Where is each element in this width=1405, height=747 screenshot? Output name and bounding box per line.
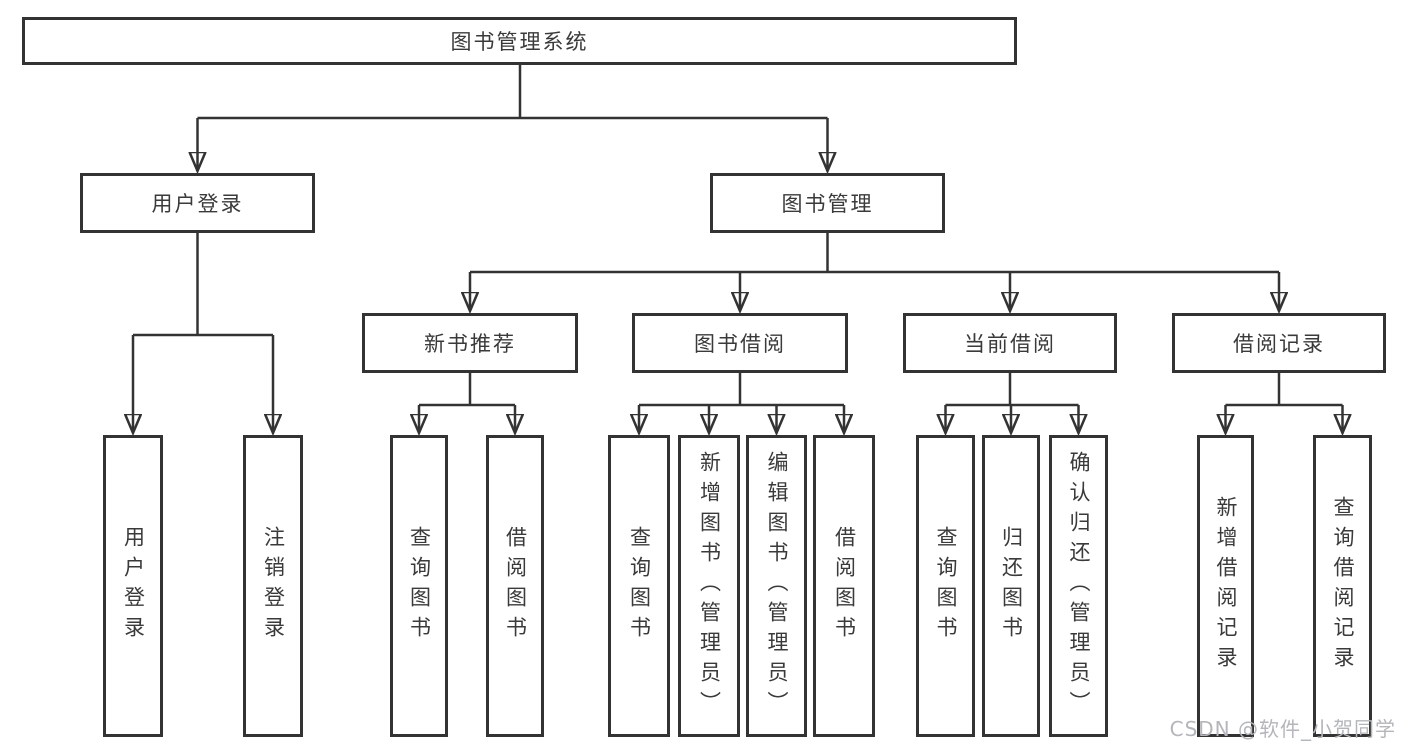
- node-label: 注销登录: [261, 526, 286, 646]
- node-label: 当前借阅: [964, 332, 1056, 356]
- node-label: 归还图书: [999, 526, 1024, 646]
- connector-user-login-to-leaves: [133, 233, 273, 433]
- leaf-query-books-current: 查询图书: [916, 435, 975, 737]
- node-label: 图书管理: [781, 192, 874, 216]
- node-borrow-records: 借阅记录: [1172, 313, 1386, 373]
- node-new-book-recommend: 新书推荐: [362, 313, 578, 373]
- connector-borrow-records-to-leaves: [1226, 373, 1343, 433]
- leaf-user-login: 用户登录: [103, 435, 163, 737]
- node-label: 新书推荐: [424, 332, 516, 356]
- leaf-return-book: 归还图书: [982, 435, 1040, 737]
- leaf-query-books-borrow: 查询图书: [608, 435, 670, 737]
- node-label: 查询图书: [934, 526, 958, 646]
- leaf-confirm-return-admin: 确认归还（管理员）: [1049, 435, 1108, 737]
- node-current-borrow: 当前借阅: [903, 313, 1117, 373]
- node-label: 借阅记录: [1233, 332, 1325, 356]
- connector-current-borrow-to-leaves: [946, 373, 1079, 433]
- leaf-query-borrow-record: 查询借阅记录: [1313, 435, 1372, 737]
- node-label: 查询借阅记录: [1331, 496, 1355, 676]
- node-label: 查询图书: [407, 526, 432, 646]
- node-library-system: 图书管理系统: [22, 17, 1017, 65]
- node-label: 借阅图书: [832, 526, 857, 646]
- connector-root-to-level2: [198, 65, 828, 171]
- connector-new-book-recommend-to-leaves: [419, 373, 515, 433]
- connector-book-borrow-to-leaves: [639, 373, 844, 433]
- node-label: 用户登录: [151, 192, 244, 216]
- connector-book-management-to-level3: [470, 233, 1279, 311]
- leaf-logout: 注销登录: [243, 435, 303, 737]
- leaf-borrow-books-recommend: 借阅图书: [486, 435, 544, 737]
- node-label: 新增图书（管理员）: [697, 451, 722, 721]
- node-label: 图书管理系统: [450, 30, 589, 54]
- node-label: 图书借阅: [694, 332, 786, 356]
- leaf-add-book-admin: 新增图书（管理员）: [678, 435, 740, 737]
- node-label: 借阅图书: [503, 526, 528, 646]
- node-label: 编辑图书（管理员）: [765, 451, 789, 721]
- leaf-edit-book-admin: 编辑图书（管理员）: [746, 435, 807, 737]
- leaf-borrow-books: 借阅图书: [813, 435, 875, 737]
- leaf-add-borrow-record: 新增借阅记录: [1197, 435, 1254, 737]
- leaf-query-books-recommend: 查询图书: [390, 435, 448, 737]
- node-label: 查询图书: [627, 526, 652, 646]
- csdn-watermark: CSDN @软件_小贺同学: [1169, 717, 1396, 741]
- node-user-login: 用户登录: [80, 173, 315, 233]
- node-label: 新增借阅记录: [1214, 496, 1238, 676]
- node-book-management: 图书管理: [710, 173, 945, 233]
- node-label: 用户登录: [121, 526, 146, 646]
- node-label: 确认归还（管理员）: [1067, 451, 1091, 721]
- node-book-borrow: 图书借阅: [632, 313, 848, 373]
